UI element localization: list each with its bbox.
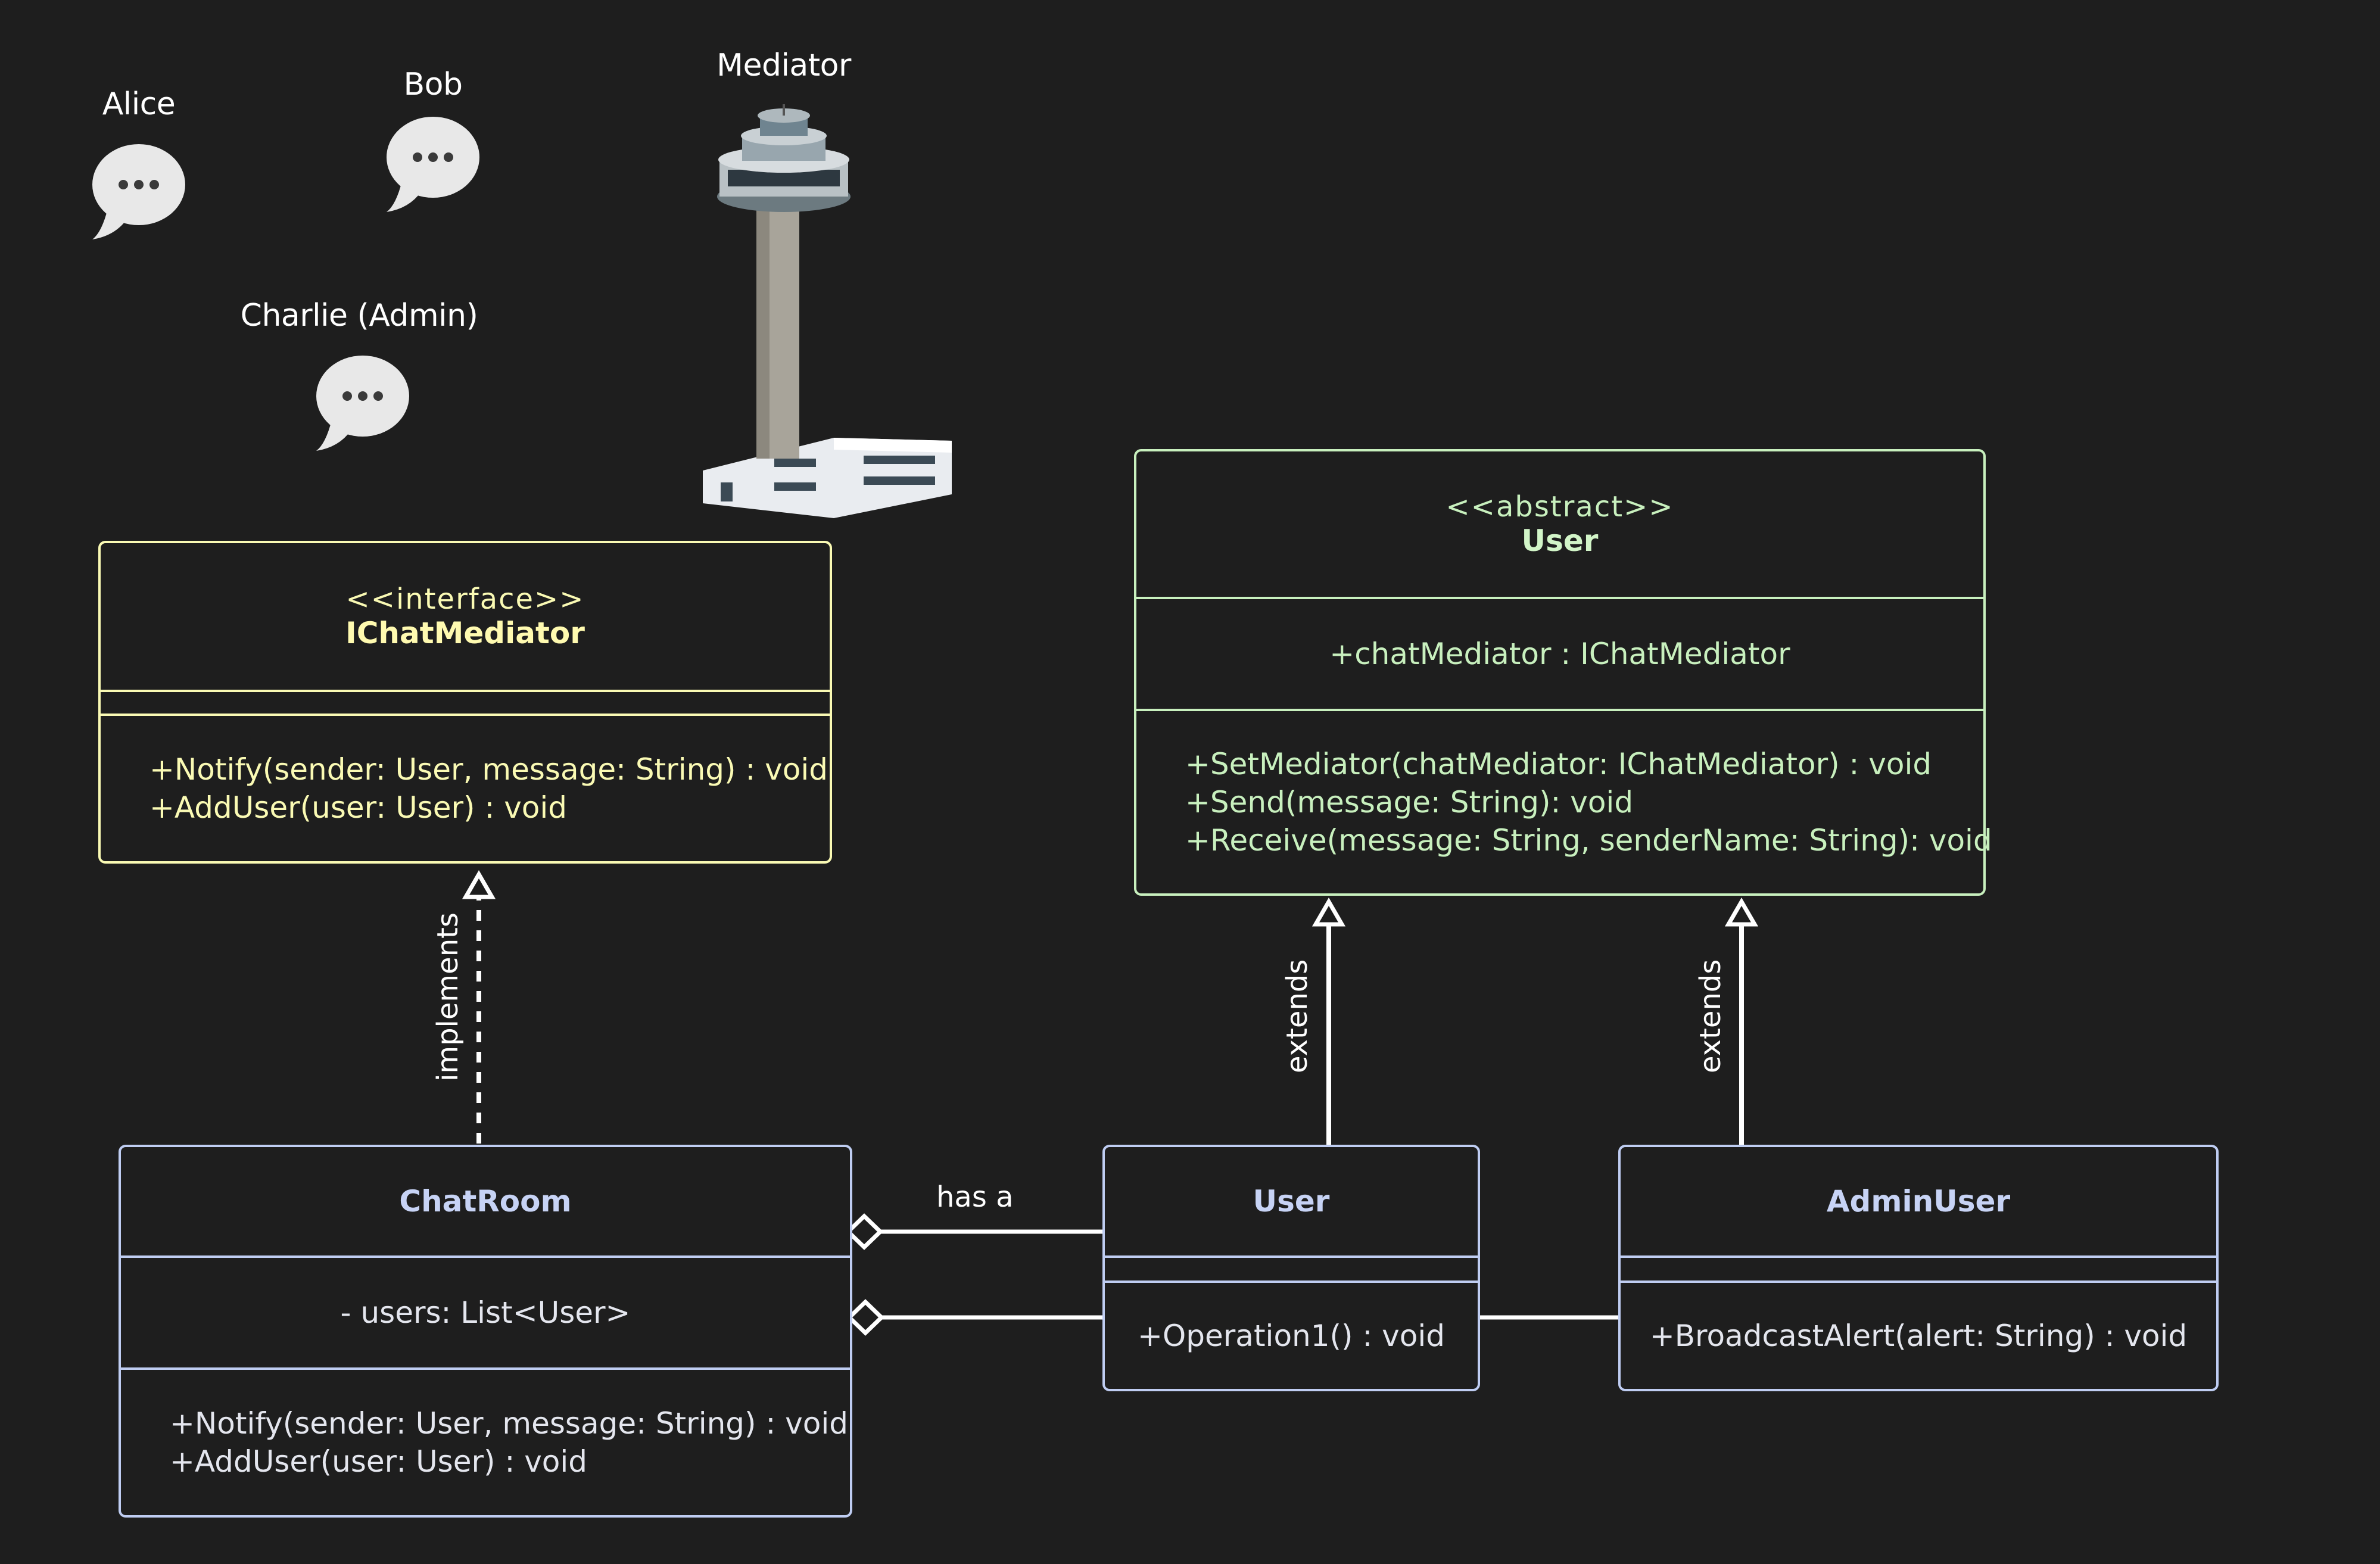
has-a-diamond [845,1213,884,1250]
speech-bubble-icon-charlie [316,356,409,451]
abstract-user-header: <<abstract>> User [1136,451,1983,599]
implements-arrowhead [462,870,496,899]
extends-user-arrowhead [1312,898,1346,927]
actor-label-mediator: Mediator [717,48,851,83]
chatroom-method: +Notify(sender: User, message: String) :… [170,1406,848,1441]
abstract-class-name: User [1521,524,1599,558]
abstract-method: +Receive(message: String, senderName: St… [1185,823,1992,858]
interface-header: <<interface>> IChatMediator [101,543,830,692]
abstract-user-fields: +chatMediator : IChatMediator [1136,599,1983,711]
adminuser-class-name: AdminUser [1826,1184,2011,1219]
chatroom-class-name: ChatRoom [399,1184,572,1219]
user-method: +Operation1() : void [1138,1319,1445,1353]
chatroom-method: +AddUser(user: User) : void [170,1444,588,1479]
interface-methods: +Notify(sender: User, message: String) :… [101,716,830,861]
adminuser-header: AdminUser [1621,1147,2216,1258]
adminuser-method: +BroadcastAlert(alert: String) : void [1649,1319,2188,1353]
extends-admin-arrowhead [1724,898,1759,927]
user-class-box[interactable]: User +Operation1() : void [1102,1145,1480,1391]
abstract-stereotype: <<abstract>> [1446,490,1674,524]
abstract-method: +SetMediator(chatMediator: IChatMediator… [1185,747,1932,781]
adminuser-methods: +BroadcastAlert(alert: String) : void [1621,1283,2216,1389]
user-fields [1105,1258,1478,1283]
chatroom-class-box[interactable]: ChatRoom - users: List<User> +Notify(sen… [119,1145,852,1518]
control-tower-icon [703,104,952,518]
chatroom-fields: - users: List<User> [121,1258,850,1370]
extends-user-label: extends [1281,959,1314,1073]
interface-method: +Notify(sender: User, message: String) :… [149,752,828,787]
chatroom-field: - users: List<User> [340,1295,631,1330]
abstract-user-methods: +SetMediator(chatMediator: IChatMediator… [1136,711,1992,893]
actor-label-alice: Alice [102,86,176,122]
interface-class-name: IChatMediator [345,616,585,650]
interface-class-box[interactable]: <<interface>> IChatMediator +Notify(send… [98,541,832,864]
interface-fields [101,692,830,716]
abstract-method: +Send(message: String): void [1185,785,1634,820]
user-methods: +Operation1() : void [1105,1283,1478,1389]
user-class-name: User [1253,1184,1330,1219]
abstract-user-class-box[interactable]: <<abstract>> User +chatMediator : IChatM… [1134,449,1992,896]
abstract-field: +chatMediator : IChatMediator [1329,637,1790,671]
chatroom-header: ChatRoom [121,1147,850,1258]
has-a-label: has a [936,1180,1014,1214]
adminuser-fields [1621,1258,2216,1283]
chatroom-methods: +Notify(sender: User, message: String) :… [121,1370,850,1515]
user-header: User [1105,1147,1478,1258]
speech-bubble-icon-bob [387,117,479,212]
implements-label: implements [431,912,465,1082]
aggregation-admin-diamond [846,1299,885,1336]
actor-label-charlie: Charlie (Admin) [240,298,478,334]
speech-bubble-icon-alice [92,144,185,239]
interface-method: +AddUser(user: User) : void [149,790,568,825]
actor-label-bob: Bob [403,67,463,102]
extends-admin-label: extends [1694,959,1727,1073]
interface-stereotype: <<interface>> [345,582,585,616]
adminuser-class-box[interactable]: AdminUser +BroadcastAlert(alert: String)… [1618,1145,2219,1391]
